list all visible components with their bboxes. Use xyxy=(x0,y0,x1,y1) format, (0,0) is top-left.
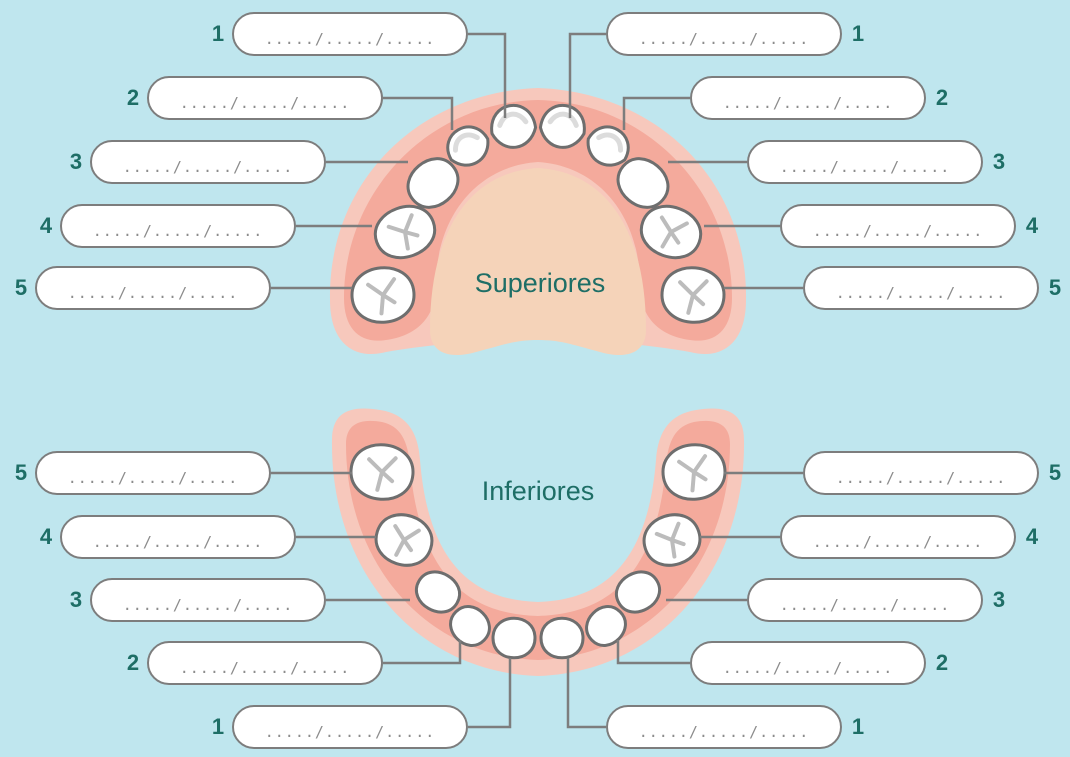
upper-tooth-4-left-number: 4 xyxy=(34,212,58,240)
lower-tooth-3-left-number: 3 xyxy=(64,586,88,614)
upper-arch-label: Superiores xyxy=(430,268,650,299)
lower-tooth-1-right-number: 1 xyxy=(846,713,870,741)
lower-tooth-2-left-field[interactable]: ...../...../..... xyxy=(147,641,383,685)
upper-tooth-1-right-number: 1 xyxy=(846,20,870,48)
lower-tooth-5-right-number: 5 xyxy=(1043,459,1067,487)
lower-tooth-4-right-number: 4 xyxy=(1020,523,1044,551)
lower-tooth-1-right-field[interactable]: ...../...../..... xyxy=(606,705,842,749)
upper-tooth-4-left-field[interactable]: ...../...../..... xyxy=(60,204,296,248)
upper-tooth-5-right-number: 5 xyxy=(1043,274,1067,302)
upper-tooth-2-right-number: 2 xyxy=(930,84,954,112)
lower-tooth-3-right-number: 3 xyxy=(987,586,1011,614)
upper-tooth-3-right-field[interactable]: ...../...../..... xyxy=(747,140,983,184)
lower-tooth-3-left-field[interactable]: ...../...../..... xyxy=(90,578,326,622)
upper-tooth-1-right-field[interactable]: ...../...../..... xyxy=(606,12,842,56)
lower-tooth-5-right-field[interactable]: ...../...../..... xyxy=(803,451,1039,495)
lower-arch-label: Inferiores xyxy=(428,476,648,507)
upper-tooth-5-right-field[interactable]: ...../...../..... xyxy=(803,266,1039,310)
upper-tooth-4-right-field[interactable]: ...../...../..... xyxy=(780,204,1016,248)
lower-tooth-1-left-field[interactable]: ...../...../..... xyxy=(232,705,468,749)
lower-tooth-1-left xyxy=(493,618,535,658)
lower-tooth-1-right xyxy=(541,618,583,658)
upper-tooth-1-left-field[interactable]: ...../...../..... xyxy=(232,12,468,56)
upper-tooth-2-left-field[interactable]: ...../...../..... xyxy=(147,76,383,120)
upper-tooth-4-right-number: 4 xyxy=(1020,212,1044,240)
upper-tooth-2-left-number: 2 xyxy=(121,84,145,112)
upper-tooth-2-right-field[interactable]: ...../...../..... xyxy=(690,76,926,120)
upper-tooth-3-left-field[interactable]: ...../...../..... xyxy=(90,140,326,184)
lower-tooth-3-right-field[interactable]: ...../...../..... xyxy=(747,578,983,622)
upper-tooth-3-right-number: 3 xyxy=(987,148,1011,176)
lower-tooth-4-left-field[interactable]: ...../...../..... xyxy=(60,515,296,559)
upper-tooth-5-left-field[interactable]: ...../...../..... xyxy=(35,266,271,310)
lower-tooth-2-right-field[interactable]: ...../...../..... xyxy=(690,641,926,685)
lower-tooth-5-left-field[interactable]: ...../...../..... xyxy=(35,451,271,495)
lower-tooth-5-left-number: 5 xyxy=(9,459,33,487)
lower-tooth-4-left-number: 4 xyxy=(34,523,58,551)
lower-tooth-2-left-number: 2 xyxy=(121,649,145,677)
lower-tooth-4-right-field[interactable]: ...../...../..... xyxy=(780,515,1016,559)
upper-tooth-1-left-number: 1 xyxy=(206,20,230,48)
lower-tooth-1-left-number: 1 xyxy=(206,713,230,741)
upper-tooth-3-left-number: 3 xyxy=(64,148,88,176)
lower-tooth-2-right-number: 2 xyxy=(930,649,954,677)
upper-tooth-5-left-number: 5 xyxy=(9,274,33,302)
